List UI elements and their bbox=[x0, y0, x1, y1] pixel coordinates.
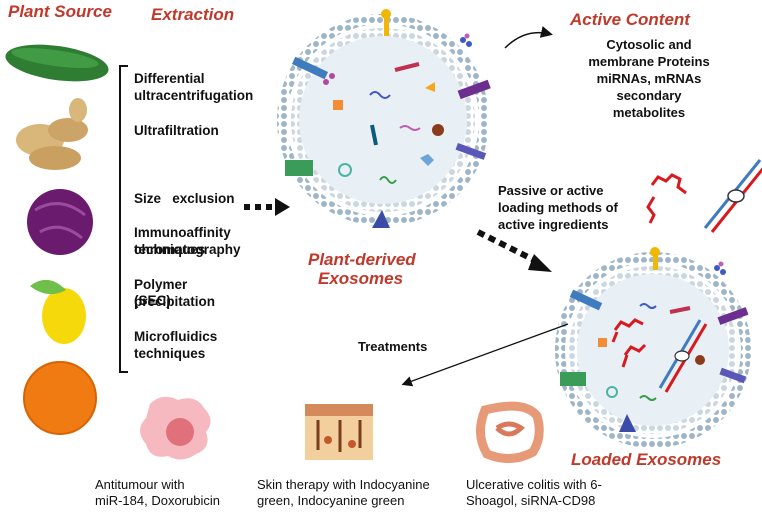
method-line: precipitation bbox=[134, 294, 216, 309]
orange-icon bbox=[23, 361, 97, 435]
loading-line: loading methods of bbox=[498, 200, 618, 215]
active-content-arrow bbox=[504, 26, 553, 49]
active-content-line: Cytosolic and bbox=[606, 37, 692, 52]
extraction-bracket bbox=[119, 65, 128, 373]
method-line: techniques bbox=[134, 242, 206, 257]
method-line: Ultrafiltration bbox=[134, 123, 219, 138]
treatment-antitumour: Antitumour with miR-184, Doxorubicin bbox=[95, 477, 220, 509]
lemon-icon bbox=[30, 279, 86, 344]
method-sec: Size exclusion chromatography (SEC) bbox=[134, 156, 284, 326]
plant-exosome bbox=[277, 9, 491, 228]
method-differential-ultracentrifugation: Differential ultracentrifugation bbox=[134, 70, 284, 104]
treatment-line: Ulcerative colitis with 6- bbox=[466, 477, 602, 492]
method-polymer-precipitation: Polymer precipitation bbox=[134, 276, 284, 310]
method-line: Immunoaffinity bbox=[134, 225, 231, 240]
plant-exosomes-label-line1: Plant-derived bbox=[308, 250, 416, 269]
loaded-exosomes-label: Loaded Exosomes bbox=[571, 450, 722, 469]
treatment-line: green, Indocyanine green bbox=[257, 493, 405, 508]
plant-exosomes-label-line2: Exosomes bbox=[318, 269, 404, 288]
method-immunoaffinity: Immunoaffinity techniques bbox=[134, 224, 284, 258]
drug-molecule-icon bbox=[646, 173, 687, 224]
treatment-line: Antitumour with bbox=[95, 477, 185, 492]
skin-tissue-icon bbox=[305, 404, 373, 460]
method-line: chromatography bbox=[134, 242, 241, 257]
active-content-line: miRNAs, mRNAs bbox=[596, 71, 702, 86]
red-cabbage-icon bbox=[27, 189, 93, 255]
method-line: Differential bbox=[134, 71, 205, 86]
method-line: Size exclusion bbox=[134, 191, 235, 206]
treatment-skin-therapy: Skin therapy with Indocyanine green, Ind… bbox=[257, 477, 430, 509]
treatment-line: Skin therapy with Indocyanine bbox=[257, 477, 430, 492]
method-line: ultracentrifugation bbox=[134, 88, 254, 103]
loading-methods-text: Passive or active loading methods of act… bbox=[498, 182, 618, 233]
loading-line: active ingredients bbox=[498, 217, 609, 232]
method-line: (SEC) bbox=[134, 293, 171, 308]
cucumber-icon bbox=[5, 44, 109, 82]
method-line: Polymer bbox=[134, 277, 188, 292]
treatments-arrow bbox=[401, 323, 569, 387]
method-ultrafiltration: Ultrafiltration bbox=[134, 122, 284, 139]
active-content-line: membrane Proteins bbox=[588, 54, 710, 69]
method-microfluidics: Microfluidics techniques bbox=[134, 328, 284, 362]
active-content-header: Active Content bbox=[570, 10, 690, 29]
method-line: Microfluidics bbox=[134, 329, 218, 344]
tumor-cell-icon bbox=[140, 396, 211, 460]
active-content-line: metabolites bbox=[612, 105, 686, 120]
dotted-arrow-2 bbox=[476, 229, 540, 265]
loaded-exosome bbox=[555, 247, 751, 448]
rna-duplex-icon bbox=[703, 159, 762, 233]
treatment-line: miR-184, Doxorubicin bbox=[95, 493, 220, 508]
method-line: techniques bbox=[134, 346, 206, 361]
extraction-header: Extraction bbox=[151, 5, 235, 24]
active-content-line: secondary bbox=[616, 88, 682, 103]
active-content-list: Cytosolic and membrane Proteins miRNAs, … bbox=[584, 36, 714, 121]
treatments-label: Treatments bbox=[358, 339, 428, 354]
treatment-line: Shoagol, siRNA-CD98 bbox=[466, 493, 596, 508]
intestine-icon bbox=[476, 401, 544, 463]
treatment-ulcerative-colitis: Ulcerative colitis with 6- Shoagol, siRN… bbox=[466, 477, 602, 509]
plant-source-header: Plant Source bbox=[8, 2, 112, 21]
loading-line: Passive or active bbox=[498, 183, 604, 198]
ginger-icon bbox=[16, 98, 88, 170]
